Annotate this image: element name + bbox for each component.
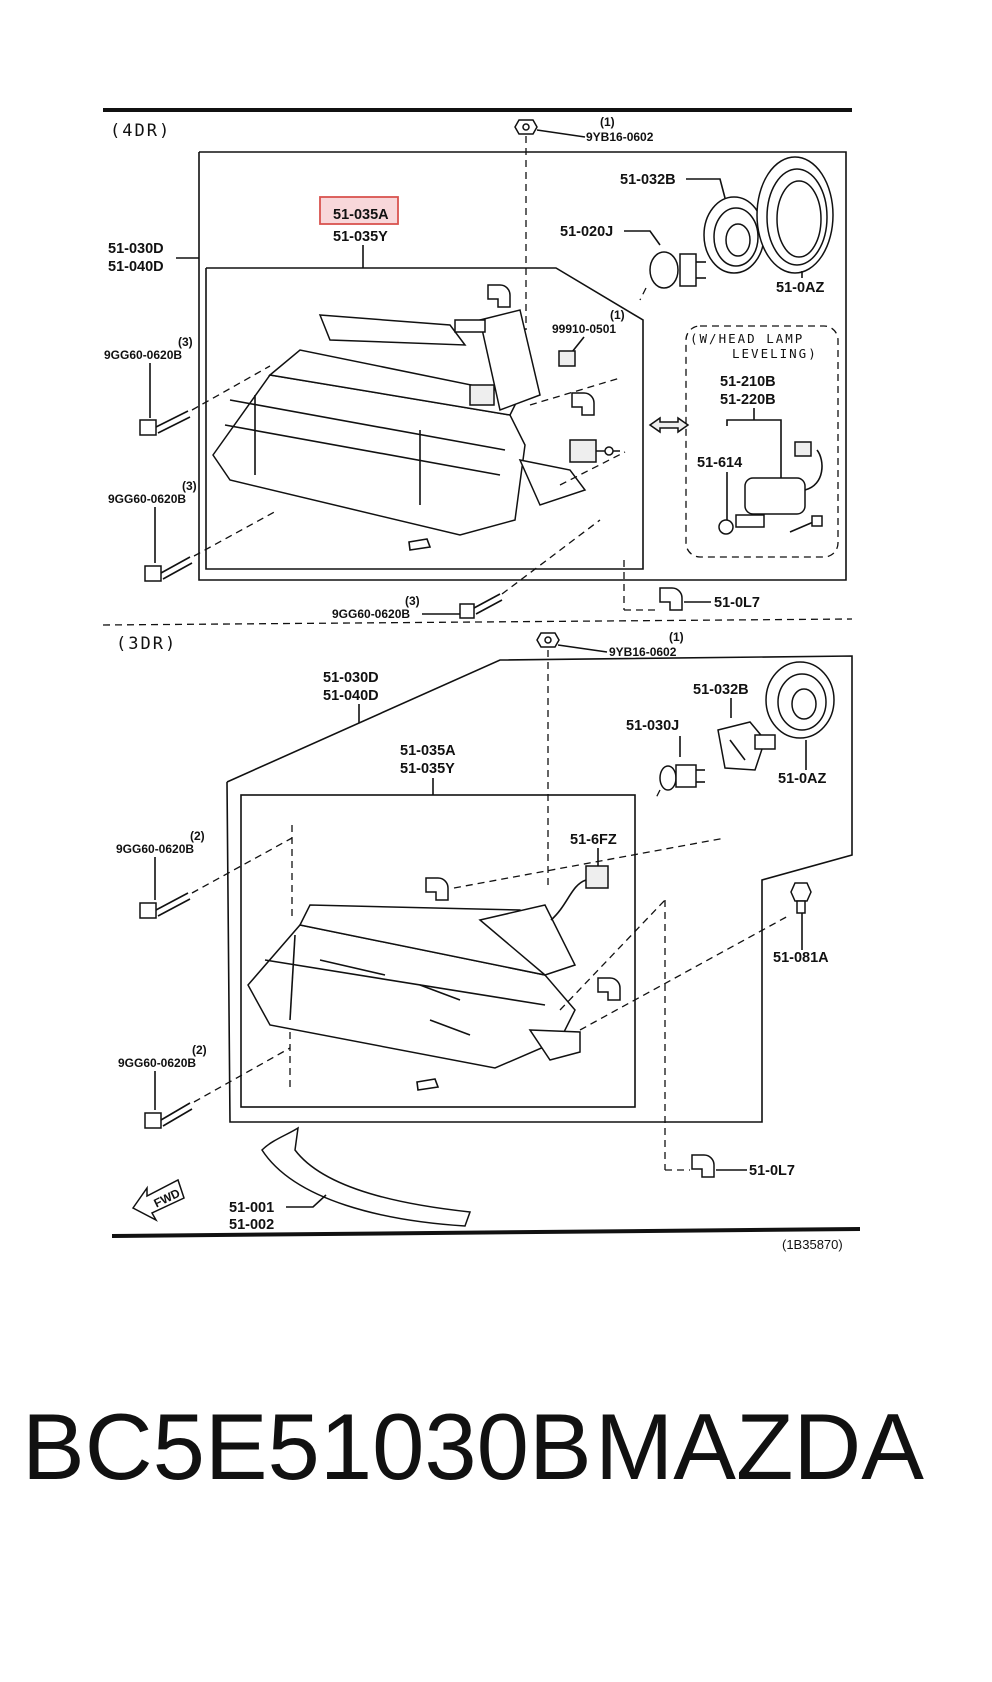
diagram-ref: (1B35870) — [782, 1237, 843, 1252]
elbow-icon — [597, 977, 621, 1001]
bottom-bolt-upper-qty: (2) — [190, 829, 205, 843]
bottom-assembly-label-d: 51-030D — [323, 670, 379, 686]
leveling-box — [685, 325, 839, 558]
nut-icon — [514, 119, 538, 135]
bottom-bolt-upper-label: 9GG60-0620B — [116, 842, 194, 856]
top-clip-qty: (1) — [610, 308, 625, 322]
top-nut-label: 9YB16-0602 — [586, 130, 654, 144]
bottom-nut-qty: (1) — [669, 630, 684, 644]
section-label-3dr: (3DR) — [116, 634, 177, 654]
side-bulb-icon — [691, 1154, 715, 1178]
bolt-icon — [144, 1102, 193, 1129]
bolt-icon — [144, 556, 193, 582]
top-bolt-lower-qty: (3) — [182, 479, 197, 493]
fwd-arrow-icon: FWD — [131, 1178, 185, 1222]
harness-connector-icon — [550, 865, 609, 921]
section-divider — [102, 618, 853, 626]
socket-cover-icon — [717, 721, 776, 771]
bottom-lens-label-a: 51-035A — [400, 743, 456, 759]
bottom-lens-frame — [240, 794, 636, 1108]
top-assembly-label-d: 51-030D — [108, 241, 164, 257]
leveling-connector-label: 51-614 — [697, 455, 742, 471]
top-bolt-bottom-label: 9GG60-0620B — [332, 607, 410, 621]
top-bulb-label: 51-020J — [560, 224, 613, 240]
bolt-icon — [139, 410, 191, 436]
elbow-icon — [425, 877, 449, 901]
top-lens-label-y: 51-035Y — [333, 229, 388, 245]
bottom-assembly-frame — [226, 655, 853, 1123]
section-label-4dr: (4DR) — [110, 121, 171, 141]
top-side-bulb-label: 51-0L7 — [714, 595, 760, 611]
bottom-trim-label-002: 51-002 — [229, 1217, 274, 1233]
top-nut-qty: (1) — [600, 115, 615, 129]
bottom-rule — [111, 1227, 861, 1238]
top-clip-label: 99910-0501 — [552, 322, 616, 336]
bottom-socket-cover-label: 51-032B — [693, 682, 749, 698]
bottom-assembly-label-040d: 51-040D — [323, 688, 379, 704]
bolt-icon — [459, 593, 503, 619]
side-bulb-icon — [659, 587, 683, 611]
bracket-bulb-icon — [790, 882, 812, 914]
footer: BC5E51030B MAZDA — [0, 1400, 992, 1580]
bottom-lens-label-y: 51-035Y — [400, 761, 455, 777]
top-assembly-frame — [198, 151, 847, 581]
top-socket-cover-label: 51-032B — [620, 172, 676, 188]
headlamp-3dr-drawing — [247, 904, 581, 1091]
elbow-icon — [571, 392, 595, 416]
top-dust-cap-label: 51-0AZ — [776, 280, 824, 296]
bulb-icon — [649, 251, 706, 289]
bottom-bracket-bulb-label: 51-081A — [773, 950, 829, 966]
part-number: BC5E51030B — [22, 1394, 592, 1499]
top-bolt-upper-qty: (3) — [178, 335, 193, 349]
leveling-motor-label-220b: 51-220B — [720, 392, 776, 408]
bottom-harness-label: 51-6FZ — [570, 832, 617, 848]
top-lens-label-a: 51-035A — [333, 207, 389, 223]
socket-icon — [569, 439, 620, 463]
bottom-bolt-lower-label: 9GG60-0620B — [118, 1056, 196, 1070]
bolt-icon — [139, 892, 191, 919]
top-lens-frame — [205, 267, 644, 570]
leveling-title-1: (W/HEAD LAMP — [690, 331, 804, 346]
top-bolt-lower-label: 9GG60-0620B — [108, 492, 186, 506]
brand-name: MAZDA — [595, 1394, 924, 1499]
top-bolt-upper-label: 9GG60-0620B — [104, 348, 182, 362]
bottom-dust-cap-label: 51-0AZ — [778, 771, 826, 787]
bottom-trim-label-001: 51-001 — [229, 1200, 274, 1216]
trim-strip-icon — [261, 1126, 472, 1227]
top-bolt-bottom-qty: (3) — [405, 594, 420, 608]
headlamp-4dr-drawing — [212, 309, 587, 551]
bulb-icon — [659, 764, 705, 791]
leveling-motor-label-210b: 51-210B — [720, 374, 776, 390]
bottom-side-bulb-label: 51-0L7 — [749, 1163, 795, 1179]
bottom-bolt-lower-qty: (2) — [192, 1043, 207, 1057]
dust-cap-icon — [765, 661, 835, 739]
dust-cap-icon — [756, 156, 834, 274]
link-arrow-icon — [648, 416, 690, 434]
bottom-nut-label: 9YB16-0602 — [609, 645, 677, 659]
bottom-bulb-label: 51-030J — [626, 718, 679, 734]
leveling-motor-icon — [718, 441, 823, 535]
nut-icon — [536, 632, 560, 648]
clip-icon — [558, 350, 576, 367]
leveling-title-2: LEVELING) — [732, 346, 818, 361]
highlight-51-035a — [319, 196, 399, 225]
socket-cover-icon — [703, 196, 765, 274]
top-assembly-label-040d: 51-040D — [108, 259, 164, 275]
elbow-icon — [487, 284, 511, 308]
